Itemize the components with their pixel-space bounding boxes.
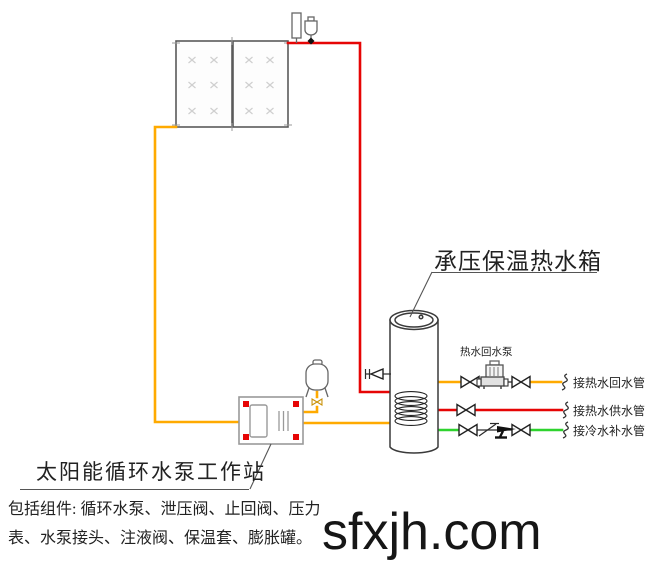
y-strainer-icon <box>495 426 516 439</box>
tank-fitting <box>418 314 424 320</box>
components-list-line1: 包括组件: 循环水泵、泄压阀、止回阀、压力 <box>8 501 321 518</box>
corner-screw <box>293 434 299 440</box>
gate-valve-icon <box>511 375 531 389</box>
station-title: 太阳能循环水泵工作站 <box>36 460 266 484</box>
temperature-gauge-icon <box>291 12 302 43</box>
pipe-break-icon <box>561 373 568 391</box>
storage-tank <box>389 309 439 454</box>
pipe-break-icon <box>562 421 569 439</box>
pump-station-box <box>238 396 304 445</box>
temperature-sensor-icon <box>364 367 391 381</box>
return-pump-label: 热水回水泵 <box>460 347 513 358</box>
station-title-leader <box>249 443 272 490</box>
tank-lid-rim <box>394 312 434 328</box>
solar-collector-panel <box>232 40 289 128</box>
gate-valve-icon <box>511 423 531 437</box>
pipe-label-cold-makeup: 接冷水补水管 <box>573 424 646 438</box>
heat-exchanger-coil <box>394 411 428 421</box>
corner-screw <box>293 401 299 407</box>
solar-collector-panel <box>175 40 233 128</box>
expansion-tank-icon <box>305 359 329 398</box>
check-valve-icon <box>478 422 499 437</box>
expansion-tank-branch-pipe <box>301 390 319 414</box>
circulation-pump-icon <box>476 360 509 389</box>
tank-label: 承压保温热水箱 <box>434 249 602 274</box>
solar-collector-array <box>172 37 292 131</box>
station-panel-window <box>249 404 268 438</box>
watermark: sfxjh.com <box>322 503 542 561</box>
pipe-break-icon <box>562 401 569 419</box>
fill-valve-icon <box>311 398 323 406</box>
auto-air-vent-icon <box>304 16 318 45</box>
pipe-label-hot-supply: 接热水供水管 <box>573 404 646 418</box>
corner-screw <box>243 434 249 440</box>
solar-return-pipe <box>153 125 241 424</box>
pipe-label-hot-return: 接热水回水管 <box>573 376 646 390</box>
components-list-line2: 表、水泵接头、注液阀、保温套、膨胀罐。 <box>8 530 313 547</box>
gate-valve-icon <box>458 423 478 437</box>
solar-hot-pipe <box>286 41 393 394</box>
tank-label-leader <box>409 271 433 318</box>
corner-screw <box>243 401 249 407</box>
gate-valve-icon <box>456 403 476 417</box>
gate-valve-icon <box>460 375 480 389</box>
